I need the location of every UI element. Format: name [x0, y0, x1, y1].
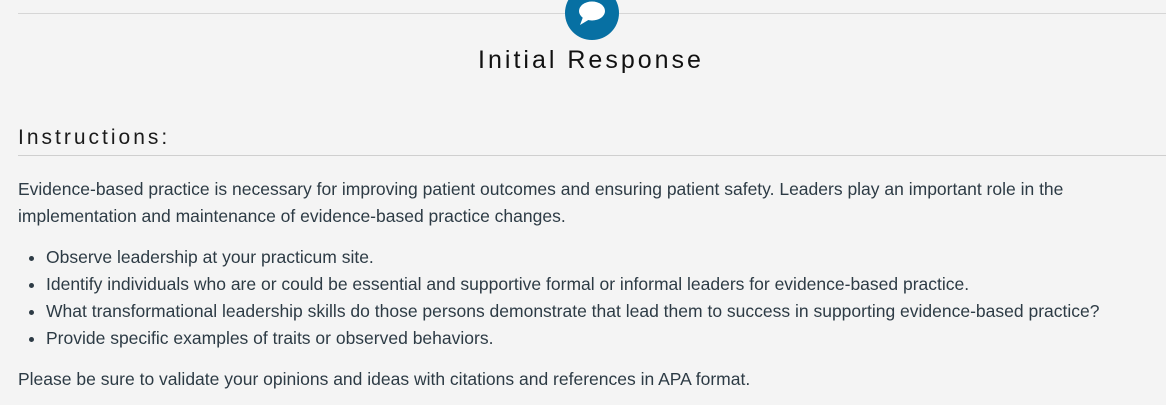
list-item-text: Observe leadership at your practicum sit… — [46, 247, 374, 267]
section-divider — [18, 155, 1166, 156]
list-item-text: What transformational leadership skills … — [46, 301, 1100, 321]
bullet-dot-icon — [29, 310, 34, 315]
chat-bubble-icon — [565, 0, 619, 40]
bullet-dot-icon — [29, 337, 34, 342]
instructions-heading: Instructions: — [18, 126, 171, 149]
list-item: Identify individuals who are or could be… — [29, 271, 1100, 298]
list-item: Provide specific examples of traits or o… — [29, 325, 1100, 352]
bullet-dot-icon — [29, 256, 34, 261]
bullet-dot-icon — [29, 283, 34, 288]
page-title: Initial Response — [478, 46, 704, 74]
instructions-list: Observe leadership at your practicum sit… — [18, 244, 1100, 352]
list-item-text: Provide specific examples of traits or o… — [46, 328, 494, 348]
instructions-intro: Evidence-based practice is necessary for… — [18, 179, 1064, 226]
instructions-closing: Please be sure to validate your opinions… — [18, 369, 751, 389]
chat-bubble-glyph — [579, 1, 605, 25]
list-item: Observe leadership at your practicum sit… — [29, 244, 1100, 271]
list-item-text: Identify individuals who are or could be… — [46, 274, 970, 294]
list-item: What transformational leadership skills … — [29, 298, 1100, 325]
